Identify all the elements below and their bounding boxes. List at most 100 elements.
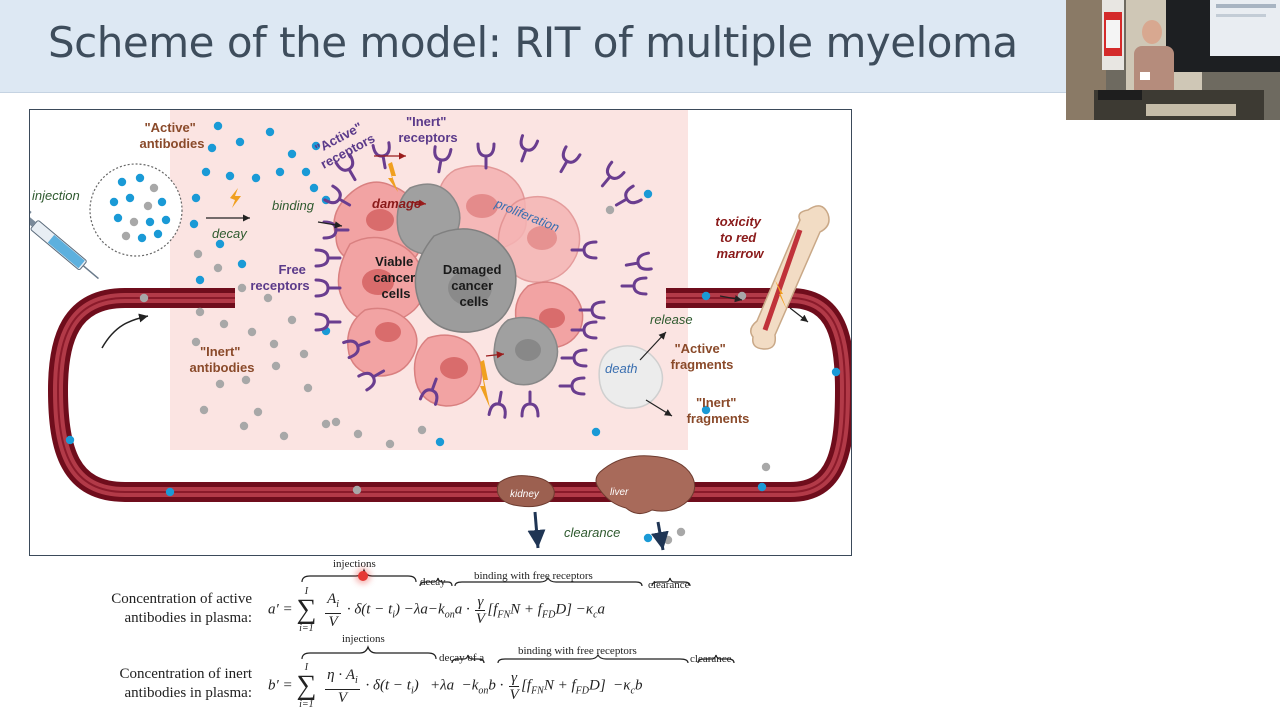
active-antibody-dot <box>201 167 211 177</box>
eq1-num: A <box>327 590 337 607</box>
bubble-antibody-dot <box>113 213 123 223</box>
eq2-ann-clearance: clearance <box>690 653 732 665</box>
eq2-ann-injections: injections <box>342 633 385 645</box>
bubble-antibody-dot <box>153 229 163 239</box>
inert-antibody-dot <box>287 315 297 325</box>
eq2-gamma-den: V <box>509 686 519 703</box>
inert-antibody-dot <box>237 283 247 293</box>
receptor-icon <box>559 145 582 174</box>
active-antibody-dot <box>435 437 445 447</box>
active-antibody-dot <box>831 367 841 377</box>
label-injection: injection <box>32 188 80 203</box>
receptor-icon <box>614 184 643 207</box>
receptor-icon <box>578 300 606 320</box>
eq1-gamma-den: V <box>475 610 485 627</box>
receptors <box>314 134 653 419</box>
inert-antibody-dot <box>385 439 395 449</box>
label-inert-fragments: "Inert" fragments <box>687 395 750 426</box>
active-antibody-dot <box>301 167 311 177</box>
eq1-clear-pre: −κ <box>575 601 594 618</box>
receptor-icon <box>560 348 588 368</box>
bubble-antibody-dot <box>143 201 153 211</box>
eq2-den: V <box>337 689 348 706</box>
eq1-ann-binding: binding with free receptors <box>474 570 593 582</box>
inert-antibody-dot <box>241 375 251 385</box>
eq1-label-line1: Concentration of active <box>111 591 252 607</box>
eq2-gamma: γ <box>509 669 520 687</box>
bubble-antibody-dot <box>125 193 135 203</box>
eq1-binding-mid: a · <box>454 601 470 618</box>
bubble-antibody-dot <box>129 217 139 227</box>
eq2-braces <box>301 645 735 664</box>
eq2-lhs: b′ = <box>268 677 293 694</box>
active-antibody-dot <box>251 173 261 183</box>
inert-antibody-dot <box>253 407 263 417</box>
label-liver: liver <box>610 487 629 498</box>
label-release: release <box>650 312 693 327</box>
slide-title: Scheme of the model: RIT of multiple mye… <box>48 18 1018 67</box>
label-free-receptors: Free receptors <box>250 262 309 293</box>
bubble-antibody-dot <box>161 215 171 225</box>
receptor-icon <box>624 251 653 271</box>
label-death: death <box>605 361 638 376</box>
eq2-fn-sub: FN <box>531 685 544 697</box>
eq2-d-term: D] <box>589 677 606 694</box>
inert-antibody-dot <box>279 431 289 441</box>
inert-antibody-dot <box>299 349 309 359</box>
active-antibody-dot <box>65 435 75 445</box>
active-antibody-dot <box>191 193 201 203</box>
eq2-clear-sub: c <box>630 685 635 697</box>
active-antibody-dot <box>265 127 275 137</box>
label-toxicity: toxicity to red marrow <box>715 214 764 261</box>
model-diagram: "Active" antibodies injection decay bind… <box>30 110 851 551</box>
eq1-clear-post: a <box>597 601 606 618</box>
presenter-video <box>1066 0 1280 120</box>
inert-antibody-dot <box>199 405 209 415</box>
eq1-lhs: a′ = <box>268 601 293 618</box>
eq2-delta: · δ(t − t <box>365 677 411 694</box>
active-antibody-dot <box>215 239 225 249</box>
eq2-sum: I ∑ i=1 <box>296 662 317 710</box>
inert-antibody-dot <box>195 307 205 317</box>
eq1-d-term: D] <box>555 601 572 618</box>
active-antibody-dot <box>701 405 711 415</box>
bubble-antibody-dot <box>109 197 119 207</box>
eq2-sum-lower: i=1 <box>299 699 314 710</box>
inert-antibody-dot <box>605 205 615 215</box>
blood-vessel <box>47 288 851 502</box>
inert-antibody-dot <box>331 417 341 427</box>
active-antibody-dot <box>287 149 297 159</box>
active-antibody-dot <box>643 189 653 199</box>
eq1-gamma-frac: γ V <box>475 594 486 627</box>
eq2-gamma-frac: γ V <box>509 669 520 703</box>
bubble-antibody-dot <box>137 233 147 243</box>
receptor-icon <box>570 240 598 260</box>
label-damaged-cells: Damaged cancer cells <box>443 262 505 309</box>
eq2-num: η · A <box>327 666 355 683</box>
eq1-label-line2: antibodies in plasma: <box>124 610 252 626</box>
eq1-ann-clearance: clearance <box>648 579 690 591</box>
eq1-fd-sub: FD <box>541 609 556 621</box>
eq1-clear-sub: c <box>593 609 598 621</box>
eq1-binding-pre: −k <box>427 601 445 618</box>
receptor-icon <box>487 390 507 419</box>
receptor-icon <box>342 339 371 360</box>
eq2-fd-sub: FD <box>575 685 589 697</box>
bubble-antibody-dot <box>149 183 159 193</box>
receptor-icon <box>314 278 342 298</box>
inert-antibody-dot <box>191 337 201 347</box>
label-viable-cells: Viable cancer cells <box>373 254 419 301</box>
eq1-binding-sub: on <box>444 609 455 621</box>
eq1-braces <box>301 568 691 587</box>
active-antibody-dot <box>309 183 319 193</box>
label-kidney: kidney <box>510 489 540 500</box>
active-antibody-dot <box>311 141 321 151</box>
eq2-binding-post: [f <box>521 677 532 694</box>
receptor-icon <box>418 377 439 406</box>
eq1-delta-sub: i <box>392 609 396 621</box>
active-antibody-dot <box>225 171 235 181</box>
eq1-sum-upper: I <box>304 586 309 597</box>
eq2-ann-decay: decay of a <box>439 652 485 664</box>
eq2-clear-pre: −κ <box>613 677 631 694</box>
receptor-icon <box>314 312 342 332</box>
